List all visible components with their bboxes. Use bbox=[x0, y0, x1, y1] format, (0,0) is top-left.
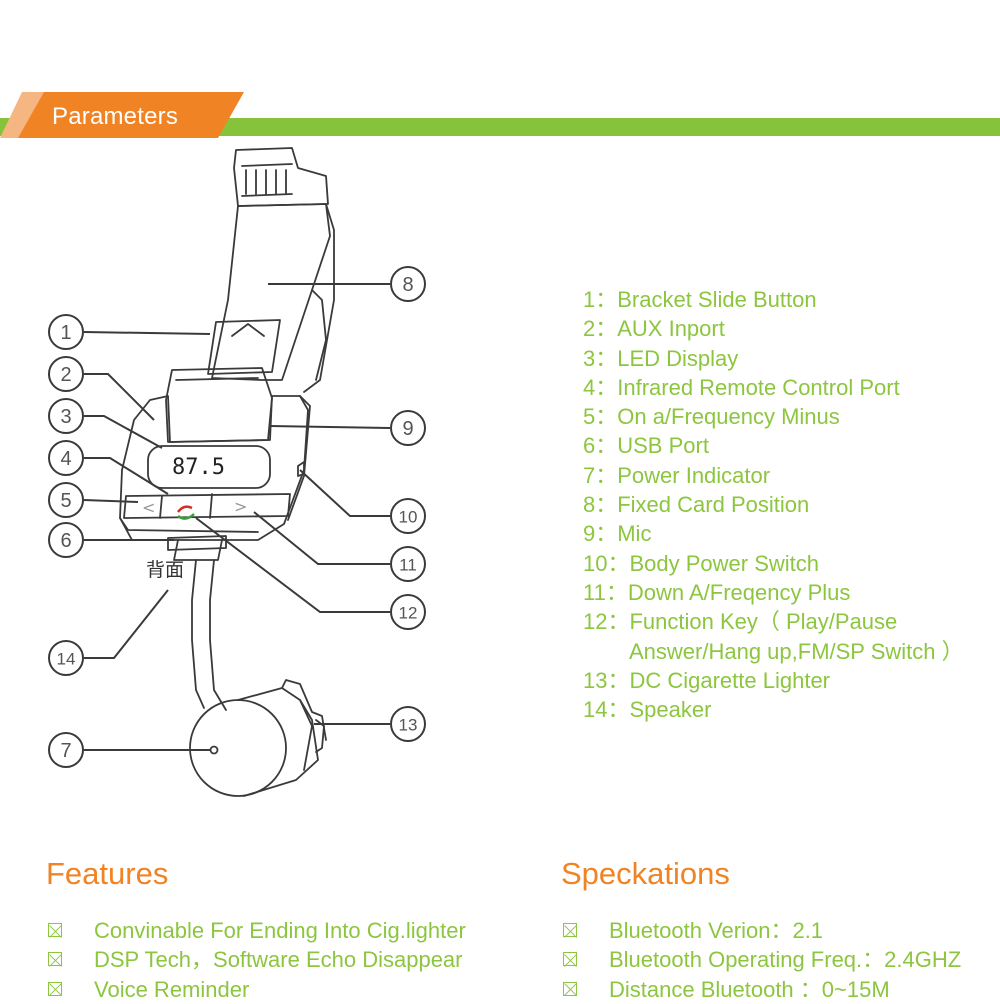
features-title: Features bbox=[46, 856, 169, 891]
led-display-frame bbox=[147, 445, 271, 489]
feature-item: Voice Reminder bbox=[48, 975, 466, 1004]
phone-icon bbox=[177, 505, 193, 513]
spec-text: Distance Bluetooth ：0~15M bbox=[609, 976, 890, 1002]
parameter-item: 9：Mic bbox=[583, 521, 652, 547]
power-indicator bbox=[209, 745, 219, 755]
features-list: Convinable For Ending Into Cig.lighter D… bbox=[48, 916, 466, 1004]
feature-text: Convinable For Ending Into Cig.lighter bbox=[94, 918, 466, 943]
callout-5: 5 bbox=[60, 490, 71, 512]
specifications-title: Speckations bbox=[561, 856, 730, 891]
parameters-tab bbox=[18, 92, 244, 138]
slide-button bbox=[207, 319, 281, 375]
feature-item: Convinable For Ending Into Cig.lighter bbox=[48, 916, 466, 945]
callout-1: 1 bbox=[60, 322, 71, 344]
callout-9: 9 bbox=[402, 418, 413, 440]
parameter-item: 12：Function Key（ Play/Pause bbox=[583, 609, 898, 635]
clamp-top bbox=[233, 147, 329, 207]
checkbox-x-icon bbox=[48, 923, 62, 937]
parameters-tab-label: Parameters bbox=[52, 103, 179, 130]
callout-13: 13 bbox=[399, 716, 418, 735]
callout-2: 2 bbox=[60, 364, 71, 386]
feature-item: DSP Tech，Software Echo Disappear bbox=[48, 945, 466, 974]
parameter-item: 14：Speaker bbox=[583, 697, 712, 723]
button-bar bbox=[123, 493, 291, 519]
left-arrow-icon: < bbox=[142, 498, 155, 517]
callout-6: 6 bbox=[60, 530, 71, 552]
parameter-item: 11：Down A/Freqency Plus bbox=[583, 579, 851, 605]
header-bar bbox=[0, 118, 1000, 136]
checkbox-x-icon bbox=[563, 923, 577, 937]
callout-3: 3 bbox=[60, 406, 71, 428]
parameter-item: 5：On a/Frequency Minus bbox=[583, 404, 840, 430]
spec-text: Bluetooth Operating Freq.：2.4GHZ bbox=[609, 947, 962, 973]
parameter-item: 13：DC Cigarette Lighter bbox=[583, 667, 831, 693]
parameter-list: 1：Bracket Slide Button 2：AUX Inport 3：LE… bbox=[583, 285, 964, 724]
checkbox-x-icon bbox=[563, 981, 577, 996]
feature-text: Voice Reminder bbox=[94, 976, 250, 1002]
parameter-item: 10：Body Power Switch bbox=[583, 550, 819, 576]
parameter-item: 3：LED Display bbox=[583, 345, 739, 371]
lighter-plug bbox=[237, 687, 319, 797]
callout-8: 8 bbox=[402, 274, 413, 296]
parameter-item: 7：Power Indicator bbox=[583, 462, 771, 488]
right-arrow-icon: > bbox=[234, 497, 247, 516]
callout-14: 14 bbox=[57, 650, 76, 669]
speaker-bulb bbox=[189, 699, 287, 797]
spec-item: Distance Bluetooth ：0~15M bbox=[563, 975, 961, 1004]
parameter-item: 8：Fixed Card Position bbox=[583, 492, 810, 518]
spec-text: Bluetooth Verion：2.1 bbox=[609, 918, 824, 943]
callout-12: 12 bbox=[399, 604, 418, 623]
led-display-reading: 87.5 bbox=[172, 455, 225, 480]
spec-item: Bluetooth Operating Freq.：2.4GHZ bbox=[563, 945, 961, 974]
checkbox-x-icon bbox=[563, 952, 577, 967]
back-label: 背面 bbox=[146, 559, 184, 581]
callout-7: 7 bbox=[60, 740, 71, 762]
parameter-item-continuation: Answer/Hang up,FM/SP Switch ） bbox=[629, 638, 964, 664]
callout-10: 10 bbox=[399, 508, 418, 527]
parameter-item: 1：Bracket Slide Button bbox=[583, 287, 817, 312]
parameter-item: 2：AUX Inport bbox=[583, 316, 725, 342]
feature-text: DSP Tech，Software Echo Disappear bbox=[94, 947, 463, 973]
parameter-item: 6：USB Port bbox=[583, 433, 709, 459]
checkbox-x-icon bbox=[48, 952, 62, 967]
spec-item: Bluetooth Verion：2.1 bbox=[563, 916, 961, 945]
gooseneck-stem bbox=[209, 559, 227, 711]
card-holder bbox=[211, 203, 331, 381]
callout-4: 4 bbox=[60, 448, 71, 470]
checkbox-x-icon bbox=[48, 981, 62, 996]
callout-11: 11 bbox=[399, 556, 417, 575]
specifications-list: Bluetooth Verion：2.1 Bluetooth Operating… bbox=[563, 916, 961, 1004]
parameter-item: 4：Infrared Remote Control Port bbox=[583, 374, 900, 400]
